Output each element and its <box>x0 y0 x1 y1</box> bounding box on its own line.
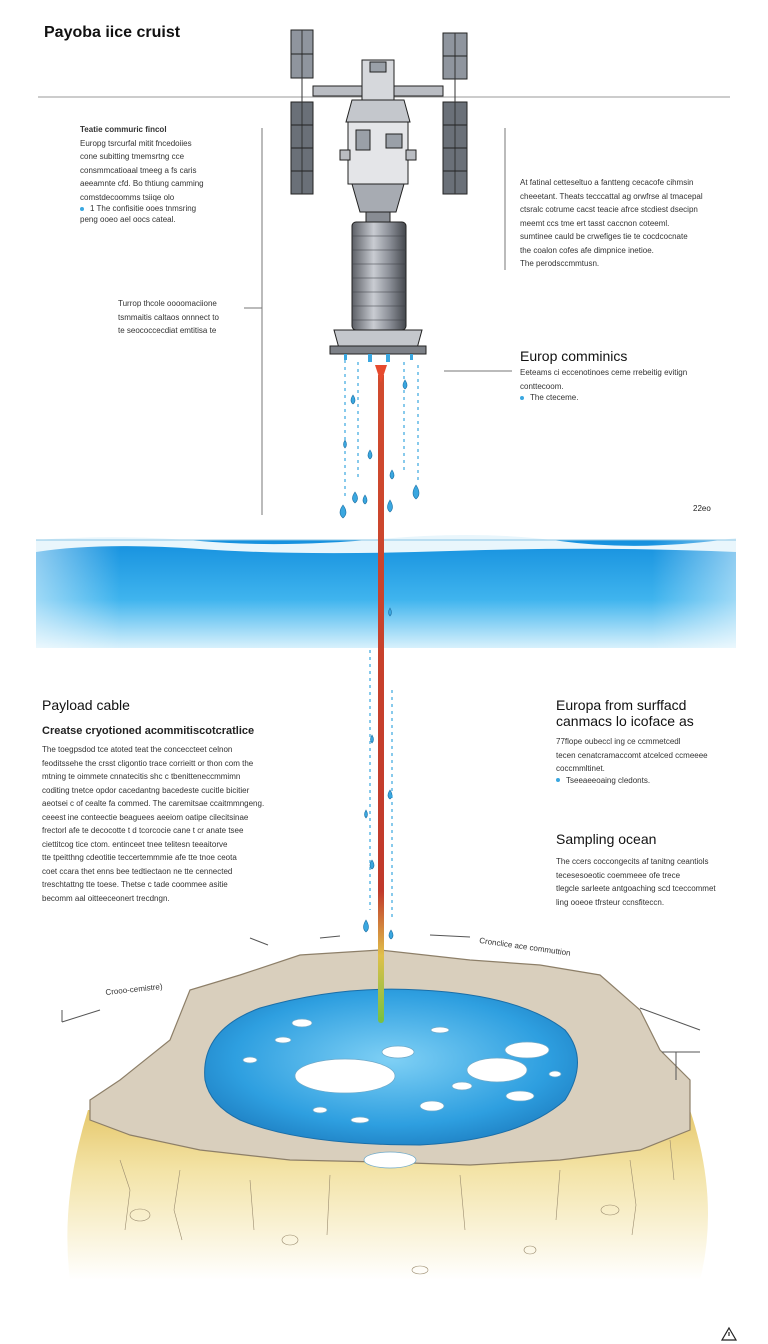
europa-comm-text: Eeteams ci eccenotinoes ceme rrebeitig e… <box>520 368 688 391</box>
crater <box>61 934 709 1280</box>
payload-cable-text: The toegpsdod tce atoted teat the concec… <box>42 745 265 903</box>
sampling-ocean-block: Sampling ocean The ccers coccongecits af… <box>556 831 716 909</box>
top-left-note-text: Europg tsrcurfal mitit fncedoiies cone s… <box>80 138 204 202</box>
top-right-note: At fatinal cetteseltuo a fantteng cecaco… <box>520 178 703 268</box>
europa-surface-heading-1: Europa from surffacd <box>556 697 687 713</box>
europa-surface-bullet: Tseeaeeoaing cledonts. <box>556 776 708 785</box>
top-left-note-last: peng ooeo ael oocs cateal. <box>80 215 176 224</box>
drip-streaks <box>344 360 419 920</box>
top-left-note: Teatie commuric fincol Europg tsrcurfal … <box>80 123 204 227</box>
solar-panel-left <box>290 29 314 195</box>
payload-cable <box>375 365 387 1023</box>
payload-cable-block: Payload cable Creatse cryotioned acommit… <box>42 697 264 905</box>
page-title: Payoba iice cruist <box>44 24 181 41</box>
bullet-dot <box>520 395 524 400</box>
ocean-band <box>36 534 736 648</box>
europa-surface-text: 77flope oubeccl ing ce ccmmetcedl tecen … <box>556 737 708 773</box>
bullet-dot <box>556 778 560 783</box>
solar-panel-right <box>442 32 468 195</box>
spacecraft <box>290 29 468 362</box>
payload-cable-heading: Payload cable <box>42 697 130 713</box>
payload-cable-subheading: Creatse cryotioned acommitiscotcratlice <box>42 725 255 737</box>
europa-surface-heading-2: canmacs lo icoface as <box>556 713 694 729</box>
europa-comm-heading: Europ comminics <box>520 348 628 364</box>
sampling-ocean-text: The ccers coccongecits af tanitng ceanti… <box>556 857 716 907</box>
europa-comm-bullet: The cteceme. <box>520 393 687 402</box>
leader-lines <box>244 128 512 515</box>
scale-label: 22eo <box>693 504 711 513</box>
water-droplets <box>339 379 420 940</box>
europa-surface-block: Europa from surffacd canmacs lo icoface … <box>556 697 708 785</box>
mid-left-note: Turrop thcole oooomaciione tsmmaitis cal… <box>118 299 219 335</box>
bullet-dot <box>80 206 84 211</box>
europa-comm-block: Europ comminics Eeteams ci eccenotinoes … <box>520 348 687 402</box>
top-left-note-bullet: 1 The confisitie ooes tnmsring <box>80 204 204 213</box>
sampling-ocean-heading: Sampling ocean <box>556 831 657 847</box>
top-left-note-title: Teatie commuric fincol <box>80 125 167 134</box>
warning-icon <box>720 1326 738 1341</box>
